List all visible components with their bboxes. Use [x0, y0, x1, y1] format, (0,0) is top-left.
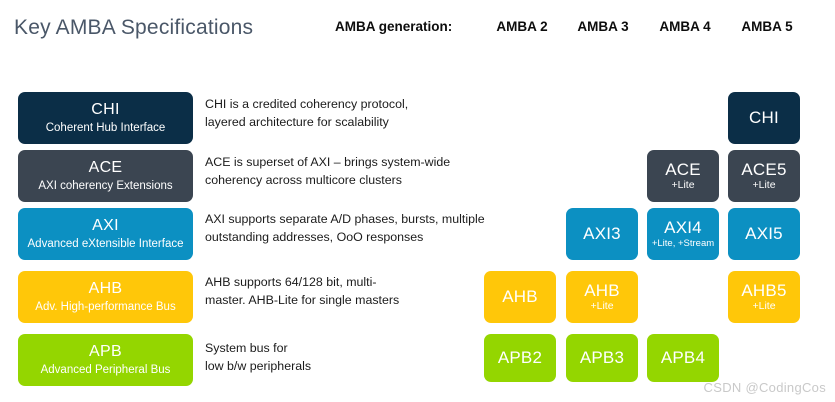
description-line-2: low b/w peripherals — [205, 358, 312, 373]
watermark: CSDN @CodingCos — [703, 380, 826, 395]
generation-header-row: AMBA generation: AMBA 2 AMBA 3 AMBA 4 AM… — [330, 19, 830, 41]
grid-cell-ahb5-amba5[interactable]: AHB5 +Lite — [728, 271, 800, 323]
generation-label: AMBA generation: — [335, 19, 453, 34]
protocol-description-chi: CHI is a credited coherency protocol, la… — [205, 96, 505, 132]
protocol-fullname-axi: Advanced eXtensible Interface — [27, 237, 184, 250]
protocol-description-axi: AXI supports separate A/D phases, bursts… — [205, 211, 495, 247]
description-line-1: ACE is superset of AXI – brings system-w… — [205, 155, 451, 169]
protocol-pill-chi[interactable]: CHI Coherent Hub Interface — [18, 92, 193, 144]
description-line-1: AHB supports 64/128 bit, multi- — [205, 275, 377, 289]
protocol-pill-ace[interactable]: ACE AXI coherency Extensions — [18, 150, 193, 202]
cell-sub-label: +Lite — [671, 179, 695, 192]
protocol-abbr-ace: ACE — [88, 159, 123, 177]
protocol-description-apb: System bus for low b/w peripherals — [205, 340, 505, 376]
protocol-pill-axi[interactable]: AXI Advanced eXtensible Interface — [18, 208, 193, 260]
protocol-description-ahb: AHB supports 64/128 bit, multi- master. … — [205, 274, 505, 310]
cell-sub-label: +Lite — [752, 179, 776, 192]
cell-main-label: APB3 — [579, 348, 625, 368]
grid-cell-ace-amba4[interactable]: ACE +Lite — [647, 150, 719, 202]
generation-column-header-amba4: AMBA 4 — [659, 19, 711, 34]
description-line-1: System bus for — [205, 341, 288, 355]
cell-main-label: CHI — [749, 108, 779, 128]
protocol-abbr-axi: AXI — [92, 217, 119, 235]
protocol-fullname-ace: AXI coherency Extensions — [38, 179, 173, 192]
cell-main-label: APB2 — [497, 348, 543, 368]
grid-cell-axi5-amba5[interactable]: AXI5 — [728, 208, 800, 260]
grid-cell-axi3-amba3[interactable]: AXI3 — [566, 208, 638, 260]
cell-main-label: AHB — [502, 287, 538, 307]
cell-main-label: ACE — [665, 159, 701, 179]
cell-sub-label: +Lite — [590, 300, 614, 313]
cell-main-label: AXI3 — [583, 224, 621, 244]
protocol-pill-ahb[interactable]: AHB Adv. High-performance Bus — [18, 271, 193, 323]
grid-cell-ahb-amba2[interactable]: AHB — [484, 271, 556, 323]
grid-cell-apb3-amba3[interactable]: APB3 — [566, 334, 638, 382]
grid-cell-ahb-amba3[interactable]: AHB +Lite — [566, 271, 638, 323]
description-line-2: layered architecture for scalability — [205, 114, 389, 129]
cell-main-label: AHB — [584, 280, 620, 300]
generation-column-header-amba3: AMBA 3 — [577, 19, 629, 34]
cell-sub-label: +Lite — [752, 300, 776, 313]
description-line-2: master. AHB-Lite for single masters — [205, 292, 400, 307]
generation-column-header-amba2: AMBA 2 — [496, 19, 548, 34]
protocol-fullname-ahb: Adv. High-performance Bus — [35, 300, 176, 313]
protocol-abbr-chi: CHI — [91, 101, 120, 119]
description-line-2: outstanding addresses, OoO responses — [205, 229, 424, 244]
grid-cell-axi4-amba4[interactable]: AXI4 +Lite, +Stream — [647, 208, 719, 260]
protocol-fullname-apb: Advanced Peripheral Bus — [40, 363, 171, 376]
page-title: Key AMBA Specifications — [14, 16, 254, 39]
grid-cell-ace5-amba5[interactable]: ACE5 +Lite — [728, 150, 800, 202]
cell-main-label: AXI4 — [664, 218, 702, 238]
generation-column-header-amba5: AMBA 5 — [741, 19, 793, 34]
protocol-pill-apb[interactable]: APB Advanced Peripheral Bus — [18, 334, 193, 386]
grid-cell-apb2-amba2[interactable]: APB2 — [484, 334, 556, 382]
grid-cell-chi-amba5[interactable]: CHI — [728, 92, 800, 144]
protocol-fullname-chi: Coherent Hub Interface — [45, 121, 166, 134]
protocol-abbr-apb: APB — [89, 343, 122, 361]
grid-cell-apb4-amba4[interactable]: APB4 — [647, 334, 719, 382]
protocol-description-ace: ACE is superset of AXI – brings system-w… — [205, 154, 505, 190]
cell-sub-label: +Lite, +Stream — [651, 237, 715, 249]
cell-main-label: ACE5 — [741, 159, 787, 179]
description-line-1: AXI supports separate A/D phases, bursts… — [205, 212, 485, 226]
cell-main-label: APB4 — [660, 348, 706, 368]
description-line-2: coherency across multicore clusters — [205, 172, 402, 187]
description-line-1: CHI is a credited coherency protocol, — [205, 97, 409, 111]
protocol-abbr-ahb: AHB — [88, 280, 123, 298]
cell-main-label: AXI5 — [745, 224, 783, 244]
cell-main-label: AHB5 — [741, 280, 787, 300]
